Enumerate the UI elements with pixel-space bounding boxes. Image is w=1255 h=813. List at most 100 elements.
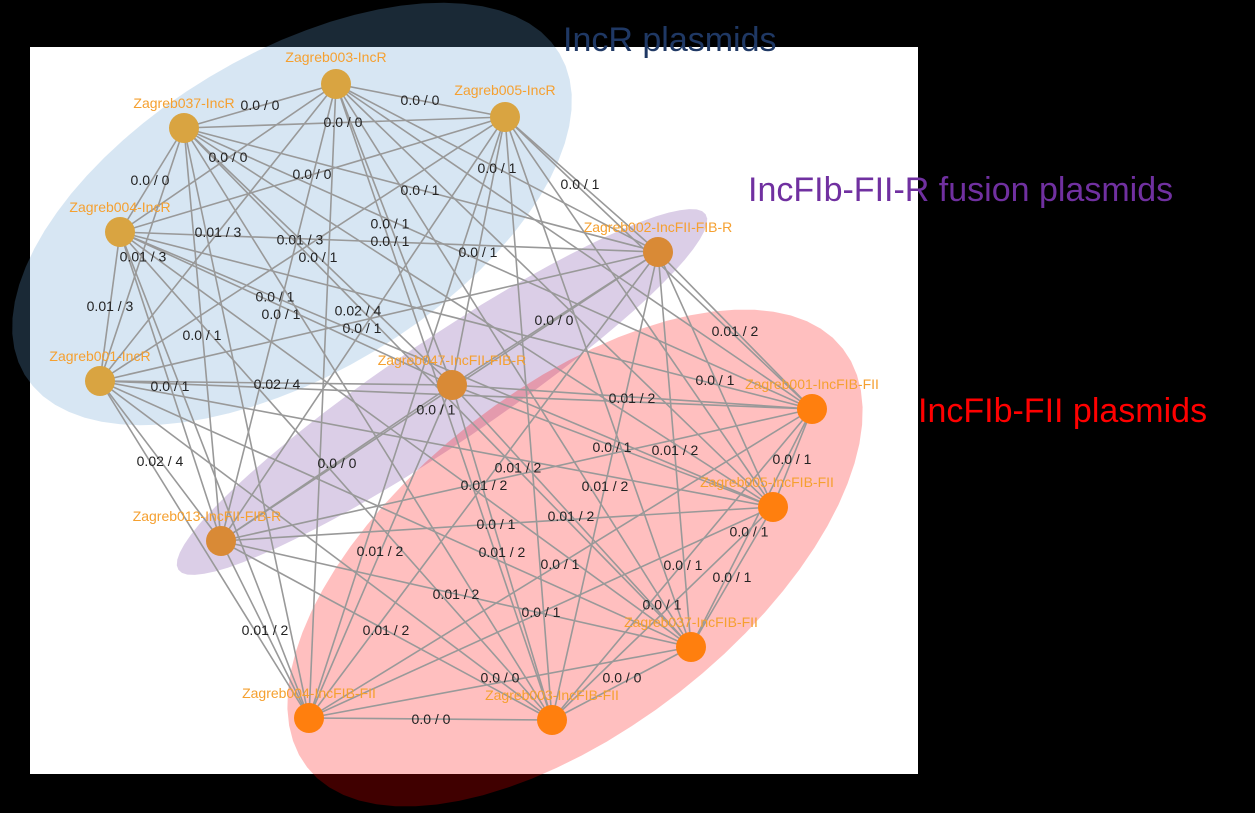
- edge: [335, 83, 774, 508]
- edge: [220, 251, 659, 542]
- edge: [335, 83, 813, 410]
- edge: [308, 717, 553, 721]
- edge: [99, 380, 774, 508]
- node-label: Zagreb005-IncFIB-FII: [700, 474, 834, 490]
- edge-label: 0.0 / 1: [541, 556, 580, 572]
- node-label: Zagreb003-IncR: [285, 49, 386, 65]
- node-label: Zagreb037-IncR: [133, 95, 234, 111]
- edge-label: 0.0 / 0: [535, 312, 574, 328]
- edge: [119, 231, 659, 253]
- edge-label: 0.0 / 0: [324, 114, 363, 130]
- edge: [451, 384, 813, 410]
- edge: [335, 83, 659, 253]
- edge: [335, 83, 453, 386]
- edge-label: 0.0 / 1: [371, 233, 410, 249]
- edge: [183, 116, 506, 129]
- node-circle[interactable]: [321, 69, 351, 99]
- edge-labels: 0.0 / 0 0.0 / 0 0.0 / 0 0.0 / 0 0.0 / 0 0.0 /…: [87, 92, 812, 727]
- edge-label: 0.01 / 2: [609, 390, 656, 406]
- edge: [99, 380, 310, 719]
- edge-label: 0.0 / 1: [713, 569, 752, 585]
- edge: [504, 116, 774, 508]
- edge: [308, 646, 692, 719]
- edge-label: 0.01 / 2: [495, 460, 542, 476]
- edge-label: 0.0 / 1: [417, 402, 456, 418]
- edge-label: 0.0 / 0: [401, 92, 440, 108]
- edge: [657, 251, 813, 410]
- edge: [119, 127, 185, 233]
- edge: [99, 380, 222, 542]
- node-circle[interactable]: [105, 217, 135, 247]
- node-circle[interactable]: [206, 526, 236, 556]
- edge: [220, 83, 337, 542]
- edge-label: 0.01 / 3: [195, 224, 242, 240]
- edge: [99, 127, 185, 382]
- edge: [183, 127, 222, 542]
- edge-label: 0.01 / 2: [433, 586, 480, 602]
- edge: [690, 506, 774, 648]
- edge: [220, 408, 813, 542]
- edge-label: 0.0 / 0: [209, 149, 248, 165]
- edge-label: 0.01 / 2: [461, 477, 508, 493]
- edge-label: 0.01 / 2: [363, 622, 410, 638]
- node-circle[interactable]: [758, 492, 788, 522]
- edge-label: 0.0 / 1: [401, 182, 440, 198]
- edge: [220, 116, 506, 542]
- edge: [99, 251, 659, 382]
- node-label: Zagreb001-IncR: [49, 348, 150, 364]
- node-label: Zagreb047-IncFII-FIB-R: [378, 352, 527, 368]
- edge-label: 0.0 / 1: [522, 604, 561, 620]
- edge-label: 0.0 / 0: [603, 670, 642, 686]
- group-title-fusion: IncFIb-FII-R fusion plasmids: [748, 171, 1173, 209]
- edge: [183, 127, 453, 386]
- edge-label: 0.0 / 0: [293, 166, 332, 182]
- edge: [99, 380, 553, 721]
- edge-label: 0.0 / 0: [241, 97, 280, 113]
- edge: [308, 408, 813, 719]
- incfib-fii-cluster-ellipse: [287, 309, 863, 807]
- edge: [220, 540, 692, 648]
- edge: [99, 380, 453, 386]
- edge: [183, 127, 659, 253]
- edge: [119, 231, 692, 648]
- edge: [451, 384, 553, 721]
- node-circle[interactable]: [797, 394, 827, 424]
- edge-label: 0.0 / 1: [664, 557, 703, 573]
- edge: [504, 116, 553, 721]
- edge: [551, 408, 813, 721]
- edge-label: 0.0 / 1: [643, 597, 682, 613]
- edge: [504, 116, 659, 253]
- edge-label: 0.02 / 4: [137, 453, 184, 469]
- edge: [657, 251, 692, 648]
- edge: [119, 231, 553, 721]
- edge: [308, 83, 337, 719]
- edge: [183, 127, 553, 721]
- node-circle[interactable]: [537, 705, 567, 735]
- node-circle[interactable]: [169, 113, 199, 143]
- edge-label: 0.0 / 1: [343, 320, 382, 336]
- edge: [220, 540, 310, 719]
- node-circle[interactable]: [437, 370, 467, 400]
- edge-label: 0.01 / 2: [652, 442, 699, 458]
- node-circle[interactable]: [294, 703, 324, 733]
- node-circle[interactable]: [676, 632, 706, 662]
- edge-label: 0.02 / 4: [335, 303, 382, 319]
- edge: [551, 506, 774, 721]
- edge-label: 0.0 / 0: [131, 172, 170, 188]
- node-label: Zagreb002-IncFII-FIB-R: [584, 219, 733, 235]
- edge: [99, 231, 121, 382]
- edge-label: 0.0 / 1: [256, 289, 295, 305]
- edge-label: 0.0 / 1: [561, 176, 600, 192]
- node-circle[interactable]: [643, 237, 673, 267]
- edge: [220, 384, 453, 542]
- edge: [220, 540, 553, 721]
- edge-label: 0.01 / 3: [277, 232, 324, 248]
- edge: [335, 83, 692, 648]
- node-circle[interactable]: [85, 366, 115, 396]
- node-label: Zagreb013-IncFII-FIB-R: [133, 508, 282, 524]
- node-circle[interactable]: [490, 102, 520, 132]
- incr-cluster-ellipse: [12, 2, 572, 426]
- edge: [772, 408, 813, 508]
- edge-label: 0.0 / 1: [730, 524, 769, 540]
- edge: [308, 251, 659, 719]
